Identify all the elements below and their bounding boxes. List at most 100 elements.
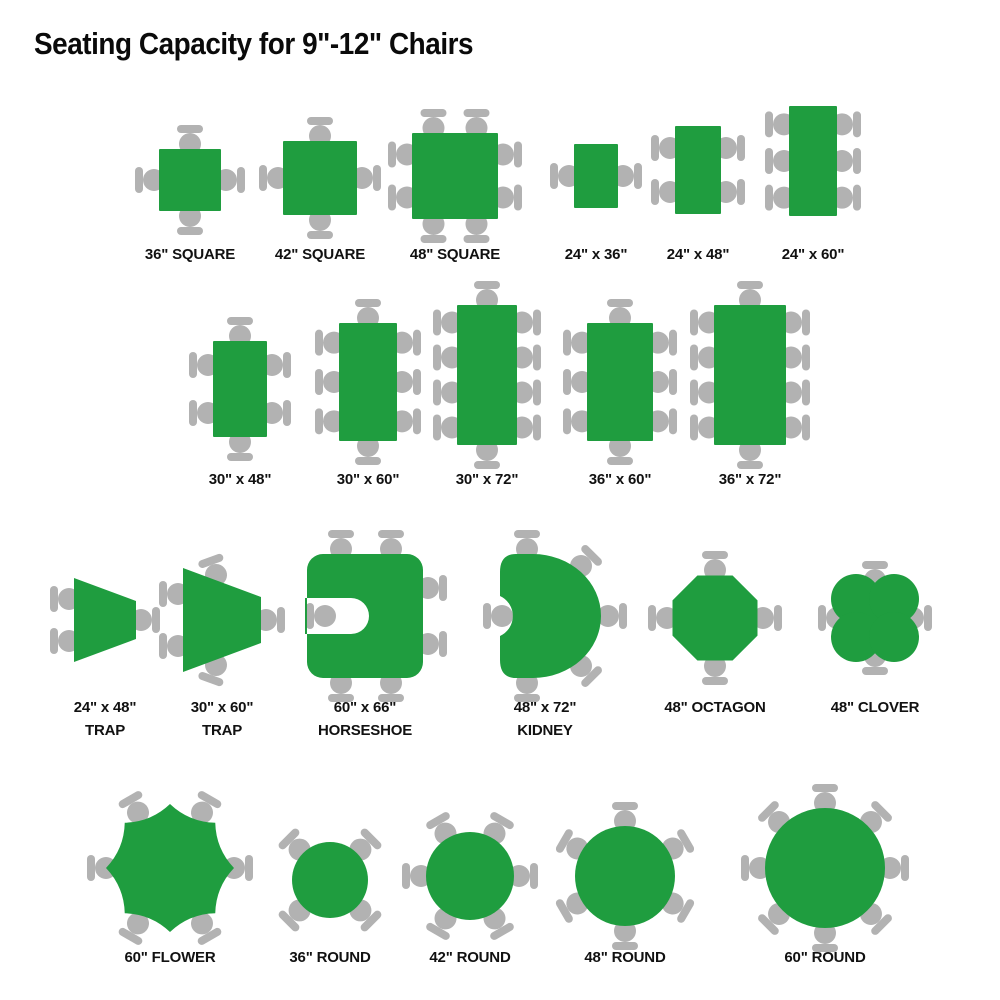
table-group-kidney-48x72 bbox=[483, 530, 627, 702]
table-label-round-60: 60" ROUND bbox=[784, 946, 865, 969]
round-48-tabletop bbox=[575, 826, 675, 926]
clover-48-tabletop bbox=[869, 574, 919, 624]
table-label-square-42: 42" SQUARE bbox=[275, 243, 365, 266]
rect-30x72-tabletop bbox=[457, 305, 517, 445]
table-group-rect-36x60 bbox=[563, 299, 677, 465]
table-group-rect-30x72 bbox=[433, 281, 541, 469]
table-group-horseshoe-60x66 bbox=[305, 530, 447, 702]
table-group-round-48 bbox=[555, 802, 695, 950]
table-label-line: 60" ROUND bbox=[784, 949, 866, 966]
table-label-line: 42" ROUND bbox=[429, 949, 511, 966]
table-label-rect-36x72: 36" x 72" bbox=[718, 468, 782, 491]
table-label-line: 36" SQUARE bbox=[144, 246, 236, 263]
table-group-round-42 bbox=[402, 812, 538, 940]
table-group-rect-30x60 bbox=[315, 299, 421, 465]
rect-24x60-tabletop bbox=[789, 106, 837, 216]
table-group-octagon-48 bbox=[648, 551, 782, 685]
rect-24x48-tabletop bbox=[675, 126, 721, 214]
table-label-line: KIDNEY bbox=[517, 722, 573, 739]
rect-24x36-tabletop bbox=[574, 144, 618, 208]
clover-48-tabletop bbox=[831, 612, 881, 662]
chair-icon bbox=[191, 791, 222, 824]
table-label-line: 60" x 66" bbox=[333, 699, 397, 716]
table-group-square-42 bbox=[259, 117, 381, 239]
table-group-trap-30x60 bbox=[159, 553, 285, 687]
table-label-square-36: 36" SQUARE bbox=[145, 243, 235, 266]
table-label-kidney-48x72: 48" x 72" KIDNEY bbox=[513, 696, 577, 742]
chair-icon bbox=[191, 912, 222, 945]
trap-24x48-tabletop bbox=[74, 578, 136, 662]
table-group-trap-24x48 bbox=[50, 578, 160, 662]
chair-icon bbox=[597, 603, 627, 629]
table-label-line: 30" x 72" bbox=[455, 471, 519, 488]
table-label-rect-24x60: 24" x 60" bbox=[781, 243, 845, 266]
table-label-line: 36" ROUND bbox=[289, 949, 371, 966]
table-label-round-48: 48" ROUND bbox=[584, 946, 665, 969]
round-36-tabletop bbox=[292, 842, 368, 918]
rect-30x60-tabletop bbox=[339, 323, 397, 441]
chair-icon bbox=[118, 791, 149, 824]
table-label-line: 36" x 72" bbox=[718, 471, 782, 488]
table-group-round-36 bbox=[278, 828, 382, 932]
rect-36x72-tabletop bbox=[714, 305, 786, 445]
kidney-48x72-tabletop bbox=[500, 554, 601, 678]
page-title: Seating Capacity for 9"-12" Chairs bbox=[34, 26, 474, 61]
table-label-line: 24" x 48" bbox=[666, 246, 730, 263]
table-label-horseshoe-60x66: 60" x 66" HORSESHOE bbox=[318, 696, 412, 742]
chair-icon bbox=[118, 912, 149, 945]
table-label-octagon-48: 48" OCTAGON bbox=[664, 696, 766, 719]
table-label-rect-24x36: 24" x 36" bbox=[564, 243, 628, 266]
table-label-line: HORSESHOE bbox=[317, 722, 413, 739]
table-label-line: TRAP bbox=[201, 722, 243, 739]
table-group-round-60 bbox=[741, 784, 909, 952]
table-label-line: TRAP bbox=[84, 722, 126, 739]
table-label-round-42: 42" ROUND bbox=[429, 946, 510, 969]
table-group-rect-24x36 bbox=[550, 144, 642, 208]
table-label-rect-36x60: 36" x 60" bbox=[588, 468, 652, 491]
table-group-clover-48 bbox=[818, 561, 932, 675]
chair-icon bbox=[483, 603, 513, 629]
table-label-line: 30" x 60" bbox=[336, 471, 400, 488]
table-label-line: 24" x 48" bbox=[73, 699, 137, 716]
table-group-square-48 bbox=[388, 109, 522, 243]
table-group-rect-36x72 bbox=[690, 281, 810, 469]
round-60-tabletop bbox=[765, 808, 885, 928]
table-label-trap-24x48: 24" x 48" TRAP bbox=[73, 696, 137, 742]
square-36-tabletop bbox=[159, 149, 221, 211]
table-label-rect-24x48: 24" x 48" bbox=[666, 243, 730, 266]
table-group-square-36 bbox=[135, 125, 245, 235]
square-42-tabletop bbox=[283, 141, 357, 215]
table-group-flower-60 bbox=[87, 791, 253, 945]
table-label-line: 48" x 72" bbox=[513, 699, 577, 716]
table-group-rect-30x48 bbox=[189, 317, 291, 461]
table-label-flower-60: 60" FLOWER bbox=[125, 946, 216, 969]
table-label-round-36: 36" ROUND bbox=[289, 946, 370, 969]
rect-36x60-tabletop bbox=[587, 323, 653, 441]
table-label-line: 60" FLOWER bbox=[124, 949, 216, 966]
table-label-rect-30x60: 30" x 60" bbox=[336, 468, 400, 491]
table-label-rect-30x48: 30" x 48" bbox=[208, 468, 272, 491]
octagon-48-tabletop bbox=[672, 575, 758, 661]
table-label-line: 48" OCTAGON bbox=[664, 699, 766, 716]
table-label-trap-30x60: 30" x 60" TRAP bbox=[190, 696, 254, 742]
table-label-line: 30" x 60" bbox=[190, 699, 254, 716]
square-48-tabletop bbox=[412, 133, 498, 219]
horseshoe-60x66-tabletop bbox=[305, 554, 423, 678]
table-label-line: 30" x 48" bbox=[208, 471, 272, 488]
table-label-line: 48" CLOVER bbox=[830, 699, 920, 716]
table-label-line: 24" x 36" bbox=[564, 246, 628, 263]
table-label-square-48: 48" SQUARE bbox=[410, 243, 500, 266]
round-42-tabletop bbox=[426, 832, 514, 920]
table-label-line: 42" SQUARE bbox=[274, 246, 366, 263]
table-label-line: 48" ROUND bbox=[584, 949, 666, 966]
table-label-clover-48: 48" CLOVER bbox=[830, 696, 920, 719]
chair-icon bbox=[306, 603, 336, 629]
table-label-line: 36" x 60" bbox=[588, 471, 652, 488]
table-group-rect-24x48 bbox=[651, 126, 745, 214]
table-label-rect-30x72: 30" x 72" bbox=[455, 468, 519, 491]
clover-48-tabletop bbox=[869, 612, 919, 662]
table-label-line: 24" x 60" bbox=[781, 246, 845, 263]
table-group-rect-24x60 bbox=[765, 106, 861, 216]
